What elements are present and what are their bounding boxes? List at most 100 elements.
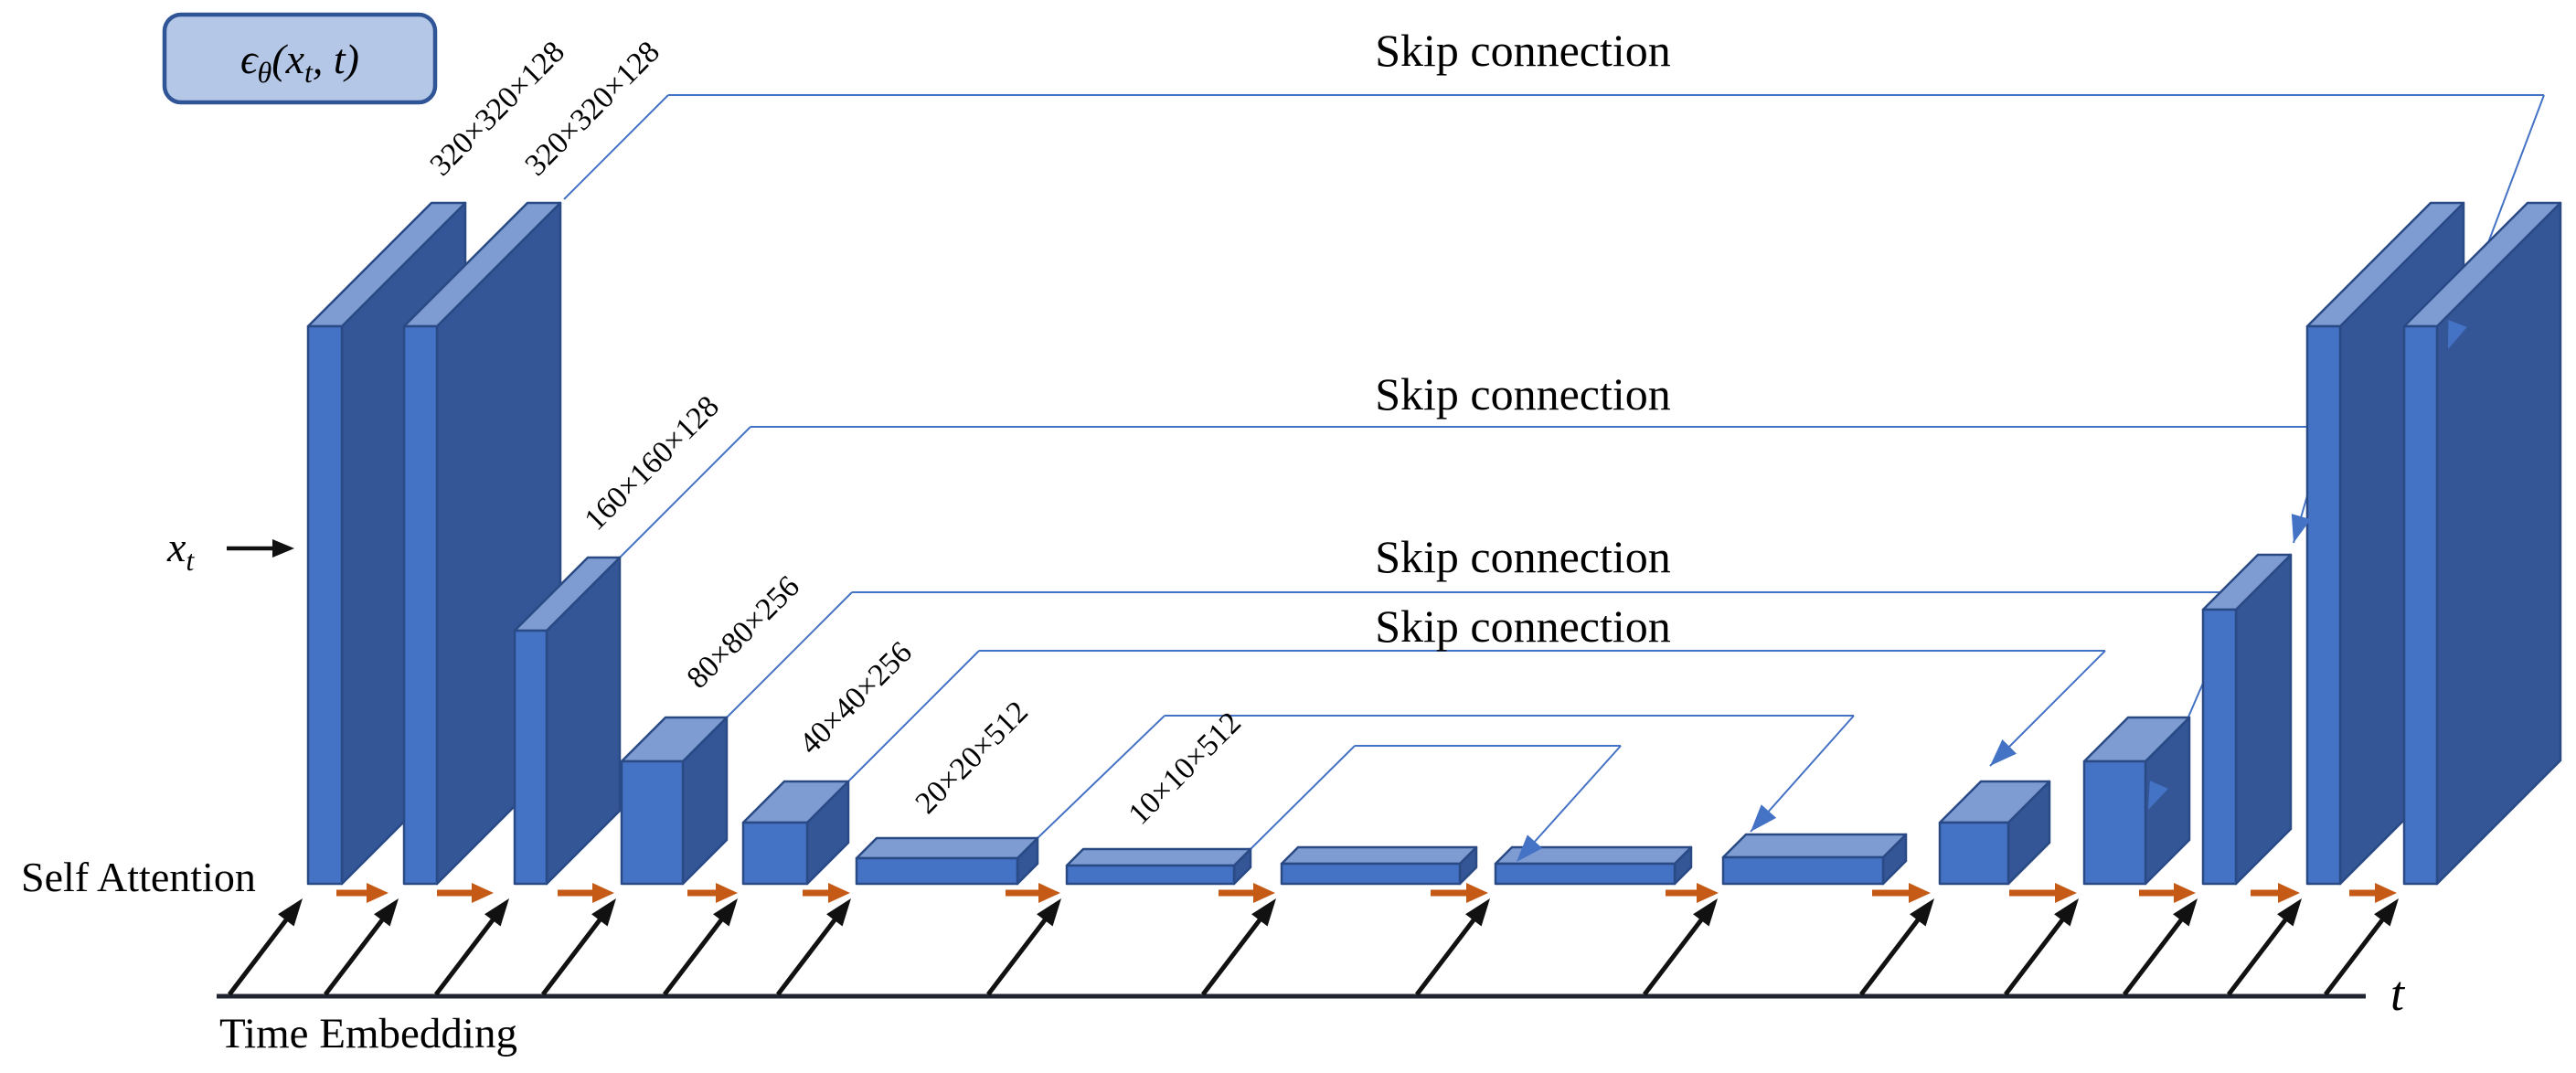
time-embedding-arrows-layer (217, 539, 2399, 999)
skip-connection-label-1: Skip connection (1375, 25, 1671, 76)
self-attention-arrowhead (716, 883, 738, 903)
time-embedding-arrow-shaft (1643, 911, 1708, 996)
time-embedding-arrow-shaft (2324, 911, 2390, 996)
self-attention-arrow-10 (1872, 883, 1931, 903)
time-embedding-arrow-shaft (986, 911, 1052, 996)
input-xt-base: x (166, 524, 186, 570)
skip-label-diagonal (563, 94, 669, 200)
block-front-face (1280, 862, 1462, 886)
time-embedding-arrow-shaft (434, 911, 500, 996)
block-top-face (1280, 845, 1478, 866)
time-embedding-arrowhead (1910, 898, 1934, 927)
time-embedding-arrowhead (2277, 898, 2302, 927)
time-embedding-arrow-12 (2004, 898, 2079, 996)
time-embedding-arrow-7 (986, 898, 1061, 996)
self-attention-arrowhead (1697, 883, 1719, 903)
conv-block-6 (855, 836, 1039, 886)
conv-block-10 (1721, 833, 1908, 886)
self-attention-arrow-2 (437, 883, 494, 903)
time-embedding-arrow-shaft (1201, 911, 1267, 996)
time-embedding-arrow-11 (1859, 898, 1934, 996)
skip-arrowhead-5 (1751, 804, 1777, 832)
self-attention-label: Self Attention (21, 854, 256, 900)
skip-connection-path-6 (1250, 745, 1622, 863)
self-attention-arrow-3 (558, 883, 614, 903)
self-attention-arrow-12 (2139, 883, 2196, 903)
self-attention-arrowhead (828, 883, 850, 903)
skip-connection-path-1 (563, 94, 2545, 350)
conv-block-8 (1280, 845, 1478, 886)
time-embedding-arrow-shaft (1415, 911, 1481, 996)
self-attention-arrowhead (367, 883, 389, 903)
time-embedding-arrowhead (2054, 898, 2079, 927)
time-embedding-arrow-shaft (324, 911, 389, 996)
self-attention-arrows-layer (336, 883, 2397, 903)
time-embedding-arrow-14 (2227, 898, 2302, 996)
block-dimension-label: 10×10×512 (1122, 706, 1247, 831)
block-dimension-label: 20×20×512 (909, 695, 1034, 820)
conv-block-13 (2201, 553, 2293, 886)
time-embedding-arrowhead (713, 898, 738, 927)
skip-label-diagonal (847, 650, 980, 782)
block-front-face (513, 629, 548, 886)
formula-box: ϵθ(xt, t) (162, 12, 438, 105)
skip-connection-label-2: Skip connection (1375, 368, 1671, 420)
time-embedding-arrow-15 (2324, 898, 2399, 996)
block-front-face (2305, 324, 2342, 886)
time-embedding-arrow-shaft (2123, 911, 2188, 996)
block-front-face (620, 760, 685, 886)
skip-arrowhead-3 (2148, 781, 2169, 810)
time-embedding-arrowhead (374, 898, 399, 927)
block-front-face (855, 856, 1019, 886)
self-attention-arrowhead (1038, 883, 1060, 903)
formula-close: , t) (313, 36, 359, 82)
skip-connection-label-3: Skip connection (1375, 531, 1671, 582)
time-embedding-arrow-shaft (228, 911, 293, 996)
time-embedding-arrow-6 (776, 898, 851, 996)
block-dimension-label: 160×160×128 (578, 389, 725, 536)
time-embedding-arrow-2 (324, 898, 399, 996)
self-attention-arrow-13 (2251, 883, 2300, 903)
time-embedding-arrow-9 (1415, 898, 1490, 996)
formula-open: (x (271, 36, 304, 82)
time-embedding-arrow-5 (663, 898, 738, 996)
time-embedding-arrowhead (1037, 898, 1061, 927)
self-attention-arrow-11 (2009, 883, 2077, 903)
skip-arrowhead-6 (1517, 834, 1543, 862)
time-embedding-arrow-shaft (541, 911, 607, 996)
self-attention-arrow-9 (1666, 883, 1719, 903)
formula-text: ϵθ(xt, t) (240, 36, 359, 89)
time-embedding-arrowhead (2173, 898, 2198, 927)
block-front-face (2082, 760, 2147, 886)
self-attention-arrow-5 (803, 883, 850, 903)
conv-block-3 (513, 556, 622, 886)
static-texts: Skip connection Skip connection Skip con… (21, 12, 2406, 1057)
skip-connection-label-4: Skip connection (1375, 600, 1671, 652)
time-embedding-arrow-shaft (663, 911, 729, 996)
self-attention-arrow-1 (336, 883, 389, 903)
self-attention-arrowhead (2375, 883, 2397, 903)
block-front-face (306, 324, 344, 886)
time-embedding-arrow-4 (541, 898, 616, 996)
skip-label-diagonal (619, 426, 751, 558)
time-embedding-arrow-1 (228, 898, 303, 996)
time-embedding-arrowhead (1465, 898, 1490, 927)
conv-block-5 (741, 780, 850, 886)
time-embedding-arrow-shaft (1859, 911, 1925, 996)
formula-theta-sub: θ (258, 56, 272, 89)
time-embedding-arrowhead (1693, 898, 1718, 927)
time-embedding-arrow-8 (1201, 898, 1276, 996)
skip-arrowhead-1 (2448, 320, 2467, 349)
time-embedding-arrowhead (826, 898, 851, 927)
self-attention-arrowhead (472, 883, 494, 903)
block-top-face (855, 836, 1039, 860)
self-attention-arrowhead (592, 883, 614, 903)
self-attention-arrowhead (2174, 883, 2196, 903)
input-arrow (227, 539, 294, 558)
input-xt-sub: t (186, 544, 195, 577)
skip-label-diagonal (1250, 745, 1356, 850)
self-attention-arrow-6 (1006, 883, 1060, 903)
block-top-face (1721, 833, 1908, 859)
